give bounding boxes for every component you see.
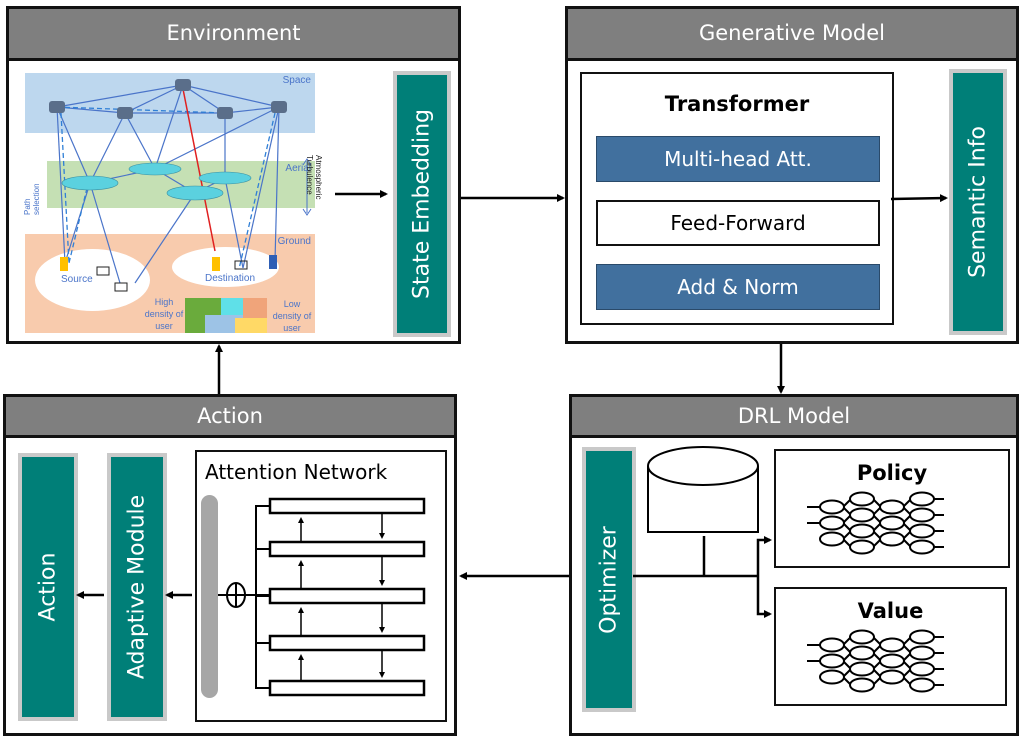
density-map: [185, 298, 267, 333]
drl-model-title: DRL Model: [572, 397, 1016, 438]
generative-model-panel: Generative Model Transformer Multi-head …: [565, 6, 1019, 344]
multi-head-attention-block: Multi-head Att.: [596, 136, 880, 182]
turbulence-label: Atmospheric Turbulence: [305, 155, 323, 200]
adaptive-module-block: Adaptive Module: [107, 453, 167, 721]
airship-icon: [166, 185, 224, 201]
aerial-label: Aerial: [285, 163, 311, 174]
source-ellipse: [35, 249, 150, 311]
memory-label: Memory: [678, 501, 736, 517]
policy-box: Policy: [774, 449, 1010, 568]
attention-network-box: Attention Network: [195, 450, 447, 722]
add-norm-block: Add & Norm: [596, 264, 880, 310]
satellite-icon: [217, 107, 233, 119]
ground-label: Ground: [277, 236, 311, 247]
ground-station-icon: [269, 255, 277, 269]
satellite-icon: [175, 79, 191, 91]
destination-label: Destination: [205, 273, 256, 284]
laptop-icon: [114, 282, 128, 292]
airship-icon: [198, 171, 252, 185]
drl-model-panel: DRL Model Optimizer Policy Value Memory: [569, 394, 1019, 736]
policy-title: Policy: [856, 461, 928, 485]
value-box: Value: [774, 587, 1007, 706]
semantic-info-block: Semantic Info: [949, 69, 1007, 335]
value-title: Value: [857, 599, 924, 623]
transformer-box: Transformer Multi-head Att. Feed-Forward…: [580, 72, 894, 325]
network-illustration: Space Aerial Ground Path selection Atmos…: [23, 73, 323, 335]
state-embedding-label: State Embedding: [409, 108, 435, 300]
destination-ellipse: [172, 247, 279, 287]
satellite-icon: [271, 101, 287, 113]
airship-icon: [128, 162, 182, 176]
generative-model-title: Generative Model: [568, 9, 1016, 61]
action-title: Action: [6, 397, 454, 438]
satellite-icon: [117, 107, 133, 119]
source-label: Source: [61, 274, 93, 285]
transformer-title: Transformer: [664, 92, 810, 116]
action-block: Action: [18, 453, 78, 721]
laptop-icon: [234, 260, 248, 270]
destination-station-icon: [212, 257, 220, 271]
state-embedding-block: State Embedding: [393, 71, 451, 337]
feed-forward-block: Feed-Forward: [596, 200, 880, 246]
space-label: Space: [282, 75, 311, 86]
environment-panel: Environment: [6, 6, 461, 344]
optimizer-label: Optimizer: [596, 525, 622, 634]
semantic-info-label: Semantic Info: [965, 126, 991, 278]
source-station-icon: [60, 257, 68, 271]
network-links: [49, 79, 312, 292]
adaptive-module-label: Adaptive Module: [124, 494, 150, 680]
satellite-icon: [49, 101, 65, 113]
laptop-icon: [96, 266, 110, 276]
path-selection-label: Path selection: [23, 183, 41, 215]
airship-icon: [61, 175, 119, 191]
high-density-label: High density of user: [144, 297, 184, 331]
environment-title: Environment: [9, 9, 458, 61]
action-block-label: Action: [35, 552, 61, 622]
optimizer-block: Optimizer: [582, 447, 636, 712]
low-density-label: Low density of user: [272, 299, 312, 333]
action-panel: Action Action Adaptive Module Attention …: [3, 394, 457, 736]
attention-network-title: Attention Network: [205, 460, 388, 484]
